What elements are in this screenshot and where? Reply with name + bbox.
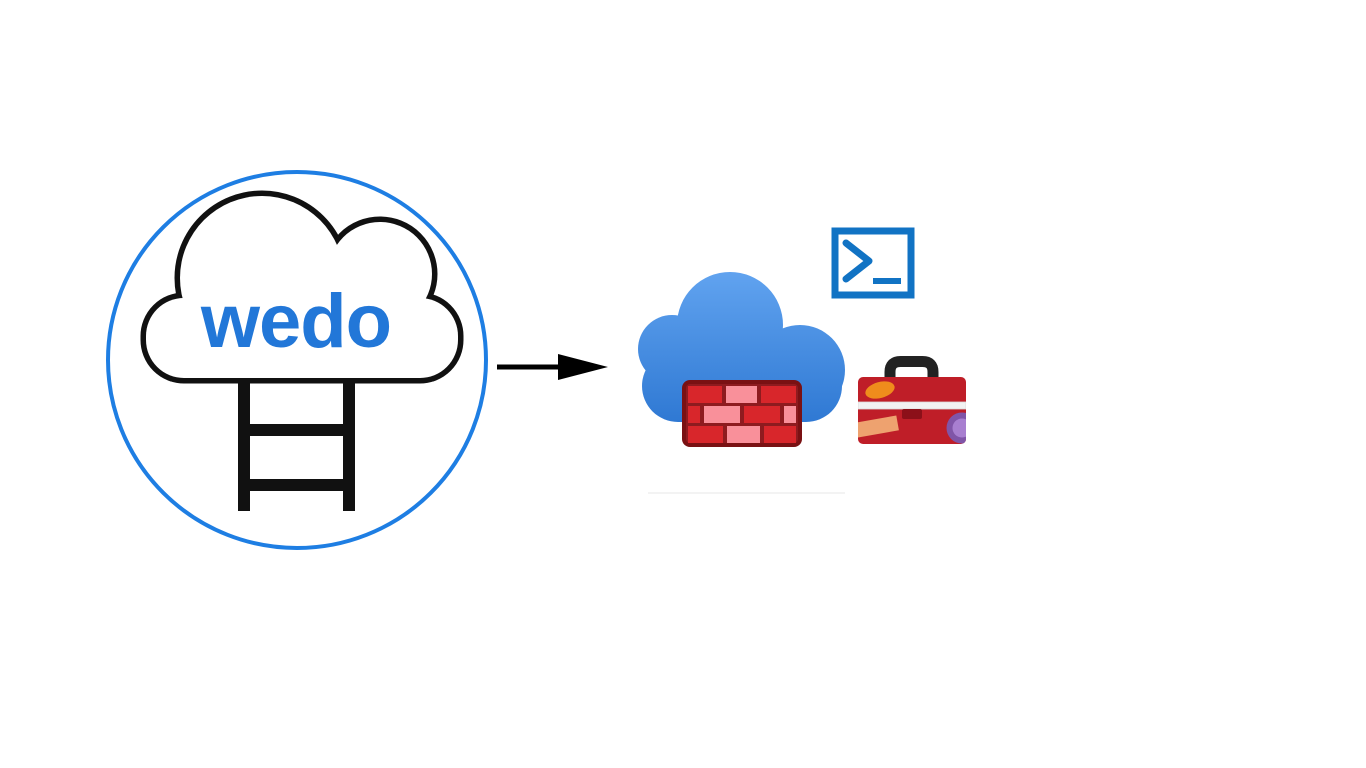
firewall-brick [688, 406, 700, 423]
firewall-brick [688, 426, 723, 443]
toolbox-stripe [858, 401, 966, 410]
wedo-logo: wedo [106, 170, 488, 550]
terminal-prompt-icon [831, 227, 915, 299]
firewall-brick [744, 406, 780, 423]
firewall-brick [726, 386, 757, 403]
shadow-line [648, 492, 845, 494]
firewall-brick [727, 426, 760, 443]
logo-label: wedo [200, 279, 391, 364]
firewall-brick [704, 406, 740, 423]
toolbox-latch [902, 409, 922, 419]
toolbox-icon [858, 356, 966, 444]
firewall-brick [784, 406, 796, 423]
terminal-chevron [842, 239, 873, 283]
logo-ring-icon [106, 170, 488, 550]
toolbox-handle [884, 356, 939, 384]
toolbox-decals [858, 381, 966, 444]
firewall-brick-wall-icon [682, 380, 802, 447]
ladder-icon [238, 378, 355, 511]
firewall-brick [764, 426, 796, 443]
firewall-bricks [688, 386, 796, 443]
flow-arrow-icon [497, 354, 608, 380]
firewall-brick [688, 386, 722, 403]
toolbox-sticker-purple-center [952, 418, 966, 438]
toolbox-sticker-orange [865, 381, 895, 399]
cloud-outline-icon [140, 190, 464, 384]
firewall-brick [761, 386, 796, 403]
toolbox-sticker-tan [858, 415, 899, 438]
